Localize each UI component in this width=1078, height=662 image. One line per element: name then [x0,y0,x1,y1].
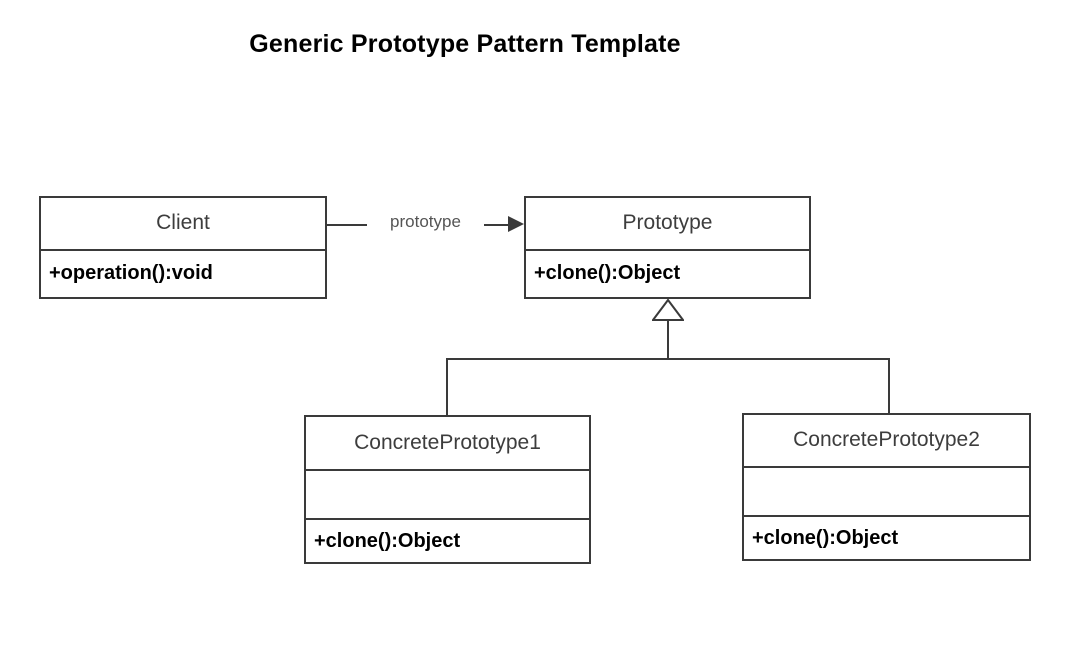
association-label-prototype: prototype [390,212,461,231]
compartment-divider [41,248,325,251]
uml-class-client[interactable]: Client +operation():void [39,196,327,299]
inheritance-stem-line [667,320,669,359]
uml-class-client-operation: +operation():void [49,262,213,285]
uml-class-client-name: Client [156,211,210,235]
association-line-segment-left [327,224,367,226]
compartment-divider [306,468,589,471]
uml-class-concrete-prototype-2[interactable]: ConcretePrototype2 +clone():Object [742,413,1031,561]
inheritance-triangle-icon [652,299,684,321]
uml-class-concrete-prototype-1-attributes [306,471,589,519]
arrow-right-icon [508,216,524,232]
inheritance-horizontal-line [446,358,890,360]
uml-class-concrete-prototype-1-operation: +clone():Object [314,529,461,552]
compartment-divider [526,248,809,251]
uml-class-concrete-prototype-2-operation: +clone():Object [752,526,899,549]
uml-class-prototype-operation: +clone():Object [534,262,681,285]
uml-class-prototype[interactable]: Prototype +clone():Object [524,196,811,299]
compartment-divider [306,518,589,521]
compartment-divider [744,515,1029,518]
association-line-segment-right [484,224,514,226]
uml-class-prototype-name: Prototype [622,211,713,235]
uml-class-concrete-prototype-2-attributes [744,468,1029,516]
inheritance-branch-line-left [446,358,448,416]
uml-class-concrete-prototype-1-name: ConcretePrototype1 [354,430,541,454]
page-title: Generic Prototype Pattern Template [249,30,681,58]
compartment-divider [744,465,1029,468]
uml-class-concrete-prototype-1[interactable]: ConcretePrototype1 +clone():Object [304,415,591,564]
uml-class-concrete-prototype-2-name: ConcretePrototype2 [793,428,980,452]
inheritance-branch-line-right [888,358,890,414]
